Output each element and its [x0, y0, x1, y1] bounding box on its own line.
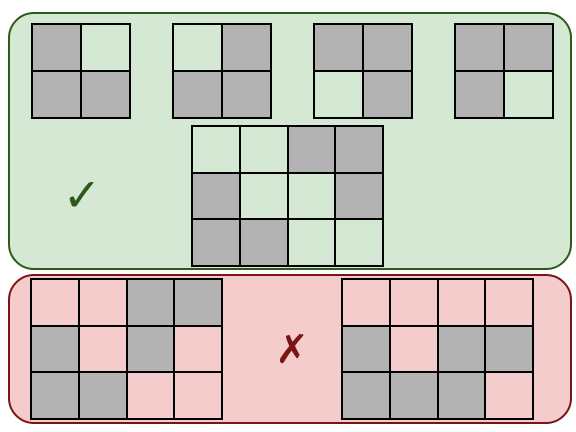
filled-cell	[223, 72, 270, 117]
valid-pattern-grid-4	[454, 23, 554, 119]
empty-cell	[127, 373, 174, 418]
valid-pattern-grid-1	[31, 23, 131, 119]
filled-cell	[33, 72, 80, 117]
filled-cell	[174, 72, 221, 117]
filled-cell	[438, 326, 485, 372]
empty-cell	[175, 373, 221, 418]
filled-cell	[82, 72, 129, 117]
filled-cell	[127, 326, 174, 372]
empty-cell	[486, 373, 532, 418]
empty-cell	[79, 326, 126, 372]
filled-cell	[79, 373, 126, 418]
filled-cell	[240, 220, 287, 265]
empty-cell	[193, 127, 239, 172]
filled-cell	[505, 25, 552, 70]
empty-cell	[486, 280, 532, 325]
filled-cell	[336, 173, 382, 219]
filled-cell	[390, 373, 437, 418]
filled-cell	[364, 72, 411, 117]
empty-cell	[288, 220, 335, 265]
empty-cell	[315, 72, 362, 117]
empty-cell	[438, 280, 485, 325]
invalid-cross-mark: ✗	[275, 327, 309, 373]
empty-cell	[343, 280, 389, 325]
valid-pattern-grid-2	[172, 23, 272, 119]
filled-cell	[343, 373, 389, 418]
empty-cell	[390, 280, 437, 325]
filled-cell	[438, 373, 485, 418]
filled-cell	[364, 25, 411, 70]
filled-cell	[193, 220, 239, 265]
empty-cell	[288, 173, 335, 219]
valid-check-mark: ✓	[62, 168, 102, 222]
empty-cell	[174, 25, 221, 70]
filled-cell	[456, 25, 503, 70]
empty-cell	[240, 127, 287, 172]
empty-cell	[390, 326, 437, 372]
filled-cell	[175, 280, 221, 325]
filled-cell	[223, 25, 270, 70]
empty-cell	[336, 220, 382, 265]
invalid-example-grid-2	[341, 278, 534, 420]
filled-cell	[32, 326, 78, 372]
valid-pattern-grid-3	[313, 23, 413, 119]
empty-cell	[240, 173, 287, 219]
empty-cell	[175, 326, 221, 372]
filled-cell	[343, 326, 389, 372]
empty-cell	[505, 72, 552, 117]
invalid-example-grid-1	[30, 278, 223, 420]
empty-cell	[32, 280, 78, 325]
filled-cell	[288, 127, 335, 172]
filled-cell	[336, 127, 382, 172]
filled-cell	[315, 25, 362, 70]
filled-cell	[33, 25, 80, 70]
valid-example-grid	[191, 125, 384, 267]
filled-cell	[32, 373, 78, 418]
empty-cell	[79, 280, 126, 325]
empty-cell	[82, 25, 129, 70]
filled-cell	[193, 173, 239, 219]
filled-cell	[486, 326, 532, 372]
filled-cell	[127, 280, 174, 325]
filled-cell	[456, 72, 503, 117]
